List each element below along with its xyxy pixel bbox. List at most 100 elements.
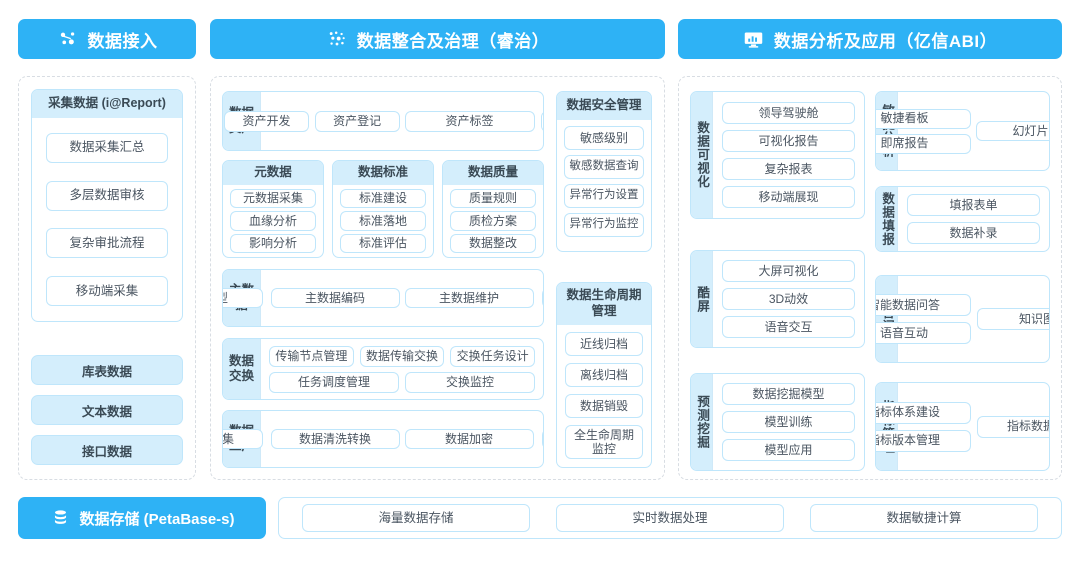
list-item[interactable]: 指标体系建设 <box>876 401 971 424</box>
chip-api-data[interactable]: 接口数据 <box>31 435 183 465</box>
group-data-exchange: 数据交换 传输节点管理 数据传输交换 交换任务设计 任务调度管理 交换监控 <box>222 338 544 400</box>
banner-data-ingest[interactable]: 数据接入 <box>18 19 196 59</box>
list-item[interactable]: 数据采集汇总 <box>46 132 168 163</box>
list-item[interactable]: 主数据维护 <box>404 288 534 308</box>
list-item[interactable]: 数据实时采集 <box>223 429 263 449</box>
list-item[interactable]: 幻灯片报告 <box>976 121 1049 141</box>
list-item[interactable]: 离线归档 <box>565 363 643 387</box>
list-item[interactable]: 资产服务 <box>540 110 543 132</box>
group-label: 酷屏 <box>691 251 713 347</box>
panel-data-lifecycle: 数据生命周期管理 近线归档 离线归档 数据销毁 全生命周期监控 <box>556 282 652 468</box>
list-item[interactable]: 知识图谱 <box>976 308 1049 330</box>
group-label: 数据填报 <box>876 187 898 251</box>
group-indicator-management: 指标管理 指标体系建设 指标版本管理 指标数据分析 <box>875 382 1050 471</box>
list-item[interactable]: 资产开发 <box>224 110 309 132</box>
list-item[interactable]: 标准评估 <box>340 233 426 253</box>
list-item[interactable]: 质量规则 <box>450 189 536 209</box>
list-item[interactable]: 即席报告 <box>876 133 971 154</box>
group-data-filling: 数据填报 填报表单 数据补录 <box>875 186 1050 252</box>
banner-label: 数据整合及治理（睿治） <box>356 31 550 51</box>
list-item[interactable]: 主数据编码 <box>270 288 400 308</box>
list-item[interactable]: 血缘分析 <box>230 211 316 231</box>
panel-title: 元数据 <box>223 161 323 185</box>
panel-metadata: 元数据 元数据采集 血缘分析 影响分析 <box>222 160 324 258</box>
list-item[interactable]: 交换任务设计 <box>450 345 536 367</box>
list-item[interactable]: 数据清洗转换 <box>270 429 400 449</box>
list-item[interactable]: 敏感级别 <box>564 126 644 150</box>
list-item[interactable]: 移动端展现 <box>722 186 855 208</box>
group-label: 指标管理 <box>876 383 898 470</box>
list-item[interactable]: 语音交互 <box>722 316 855 338</box>
list-item[interactable]: 模型训练 <box>722 411 855 433</box>
banner-data-storage[interactable]: 数据存储 (PetaBase-s) <box>18 497 266 539</box>
group-label: 敏捷分析 <box>876 92 898 170</box>
list-item[interactable]: 智能数据问答 <box>876 294 971 316</box>
storage-label: 数据存储 (PetaBase-s) <box>79 510 235 528</box>
list-item[interactable]: 海量数据存储 <box>302 504 530 532</box>
list-item[interactable]: 数据挖掘模型 <box>722 383 855 405</box>
list-item[interactable]: 交换监控 <box>405 371 535 393</box>
panel-collect-data: 采集数据 (i@Report) 数据采集汇总 多层数据审核 复杂审批流程 移动端… <box>31 89 183 322</box>
group-data-visualization: 数据可视化 领导驾驶舱 可视化报告 复杂报表 移动端展现 <box>690 91 865 219</box>
list-item[interactable]: 3D动效 <box>722 288 855 310</box>
group-predictive-mining: 预测挖掘 数据挖掘模型 模型训练 模型应用 <box>690 373 865 471</box>
list-item[interactable]: 数据敏捷计算 <box>810 504 1038 532</box>
list-item[interactable]: 标准建设 <box>340 189 426 209</box>
panel-title: 数据标准 <box>333 161 433 185</box>
list-item[interactable]: 敏感数据查询 <box>564 155 644 179</box>
panel-data-quality: 数据质量 质量规则 质检方案 数据整改 <box>442 160 544 258</box>
list-item[interactable]: 主数据分发 <box>541 288 543 308</box>
banner-label: 数据接入 <box>87 31 158 51</box>
chip-text-data[interactable]: 文本数据 <box>31 395 183 425</box>
list-item[interactable]: 数据补录 <box>907 222 1040 244</box>
list-item[interactable]: 近线归档 <box>565 332 643 356</box>
list-item[interactable]: 数据加密 <box>404 429 534 449</box>
list-item[interactable]: 模型应用 <box>722 439 855 461</box>
database-icon <box>49 507 71 529</box>
list-item[interactable]: 可视化报告 <box>722 130 855 152</box>
list-item[interactable]: 语音互动 <box>876 322 971 344</box>
monitor-chart-icon <box>743 28 765 50</box>
banner-data-governance[interactable]: 数据整合及治理（睿治） <box>210 19 665 59</box>
list-item[interactable]: 异常行为设置 <box>564 184 644 208</box>
list-item[interactable]: 资产登记 <box>314 110 400 132</box>
list-item[interactable]: 数据传输交换 <box>359 345 445 367</box>
group-master-data: 主数据 主数据模型 主数据编码 主数据维护 主数据分发 <box>222 269 544 327</box>
list-item[interactable]: 领导驾驶舱 <box>722 102 855 124</box>
list-item[interactable]: 实时数据处理 <box>556 504 784 532</box>
group-cool-screen: 酷屏 大屏可视化 3D动效 语音交互 <box>690 250 865 348</box>
panel-data-security: 数据安全管理 敏感级别 敏感数据查询 异常行为设置 异常行为监控 <box>556 91 652 252</box>
group-smart-qa: 智问 智能数据问答 语音互动 知识图谱 <box>875 275 1050 363</box>
list-item[interactable]: 数据销毁 <box>565 394 643 418</box>
panel-title: 采集数据 (i@Report) <box>32 90 182 118</box>
list-item[interactable]: 全生命周期监控 <box>565 425 643 459</box>
list-item[interactable]: 多层数据审核 <box>46 180 168 211</box>
banner-data-analytics[interactable]: 数据分析及应用（亿信ABI） <box>678 19 1062 59</box>
list-item[interactable]: 质检方案 <box>450 211 536 231</box>
list-item[interactable]: 主数据模型 <box>223 288 263 308</box>
group-label: 数据交换 <box>223 339 261 399</box>
list-item[interactable]: 异常行为监控 <box>564 213 644 237</box>
data-dots-icon <box>326 28 348 50</box>
list-item[interactable]: 敏捷看板 <box>876 108 971 129</box>
list-item[interactable]: 数据整改 <box>450 233 536 253</box>
list-item[interactable]: 影响分析 <box>230 233 316 253</box>
list-item[interactable]: 复杂报表 <box>722 158 855 180</box>
group-data-factory: 数据工厂 数据实时采集 数据清洗转换 数据加密 数据脱敏 <box>222 410 544 468</box>
list-item[interactable]: 资产标签 <box>404 110 535 132</box>
list-item[interactable]: 指标版本管理 <box>876 429 971 452</box>
list-item[interactable]: 元数据采集 <box>230 189 316 209</box>
list-item[interactable]: 标准落地 <box>340 211 426 231</box>
list-item[interactable]: 复杂审批流程 <box>46 228 168 259</box>
group-label: 智问 <box>876 276 898 362</box>
chip-table-data[interactable]: 库表数据 <box>31 355 183 385</box>
list-item[interactable]: 指标数据分析 <box>976 415 1049 438</box>
list-item[interactable]: 大屏可视化 <box>722 260 855 282</box>
list-item[interactable]: 移动端采集 <box>46 276 168 307</box>
list-item[interactable]: 任务调度管理 <box>269 371 399 393</box>
list-item[interactable]: 数据脱敏 <box>541 429 543 449</box>
list-item[interactable]: 填报表单 <box>907 194 1040 216</box>
list-item[interactable]: 传输节点管理 <box>269 345 354 367</box>
